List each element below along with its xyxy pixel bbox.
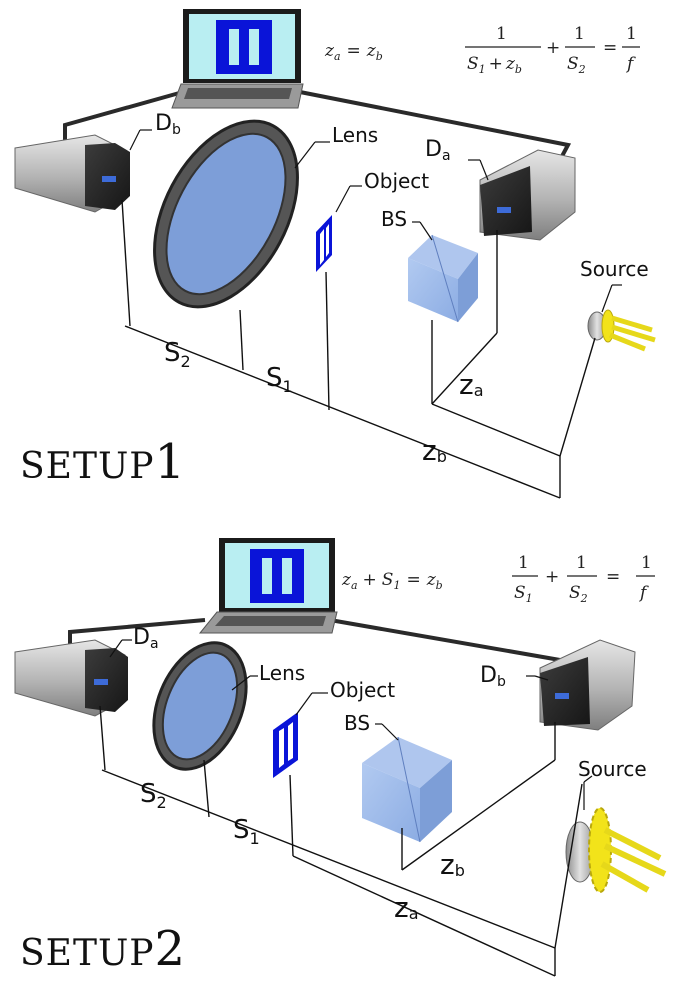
svg-text:f: f [638,583,649,603]
label-detector-right-2: Db [480,663,506,690]
svg-text:S1+zb: S1+zb [467,54,522,76]
detector-left-icon-2 [14,639,128,717]
label-lens-2: Lens [259,661,305,685]
svg-text:S2: S2 [569,583,588,605]
lens-icon [153,119,299,309]
label-bs: BS [381,207,407,231]
lens-equation-1: 1 S1+zb + 1 S2 = 1 f [465,24,640,76]
light-source-icon [587,309,656,352]
svg-text:+: + [546,38,560,58]
cable-left [63,88,191,140]
label-S1: S1 [266,363,293,396]
object-mask-icon-2 [273,712,298,778]
label-detector-left: Db [155,111,181,138]
svg-text:1: 1 [626,24,637,44]
laptop-icon-2 [198,538,338,634]
svg-text:=: = [606,567,620,587]
label-S2: S2 [164,338,191,371]
object-mask-icon [316,215,332,272]
label-source: Source [580,257,649,281]
label-source-2: Source [578,757,647,781]
svg-text:=: = [603,38,617,58]
label-za: za [459,368,484,401]
label-bs-2: BS [344,711,370,735]
light-source-icon-2 [565,807,667,893]
svg-text:1: 1 [576,553,587,573]
label-zb: zb [422,434,447,467]
setup2-panel: Da Lens Object BS Db Source S2 S1 zb za … [14,538,667,977]
label-object-2: Object [330,678,395,702]
label-za-2: za [394,891,419,924]
laptop-icon [171,9,304,109]
dimension-lines [121,129,622,499]
condition-eq-2: za+S1=zb [341,570,443,592]
detector-right-icon [479,149,576,241]
svg-text:S1: S1 [514,583,533,605]
svg-text:+: + [545,567,559,587]
label-S1-2: S1 [233,815,260,848]
label-detector-left-2: Da [133,625,159,652]
setup1-panel: Db Lens Object BS Da Source S2 S1 za zb … [14,9,656,499]
lens-icon-2 [152,641,248,771]
label-object: Object [364,169,429,193]
cable-right-2 [329,618,561,662]
beam-splitter-icon [408,234,478,323]
lens-equation-2: 1 S1 + 1 S2 = 1 f [512,553,655,605]
dimension-lines-2 [99,639,593,977]
svg-text:1: 1 [641,553,652,573]
setup2-title: SETUP2 [20,921,185,977]
svg-text:1: 1 [496,24,507,44]
svg-text:1: 1 [518,553,529,573]
detector-left-icon [14,134,130,213]
svg-text:f: f [625,54,636,74]
cable-left-2 [68,618,206,648]
svg-text:S2: S2 [567,54,586,76]
setup1-title: SETUP1 [20,434,185,490]
label-zb-2: zb [440,848,465,881]
svg-text:1: 1 [574,24,585,44]
condition-eq-1: za=zb [324,41,383,63]
detector-right-icon-2 [539,639,636,731]
label-S2-2: S2 [140,779,167,812]
label-detector-right: Da [425,137,451,164]
beam-splitter-icon-2 [362,736,452,843]
label-lens: Lens [332,123,378,147]
